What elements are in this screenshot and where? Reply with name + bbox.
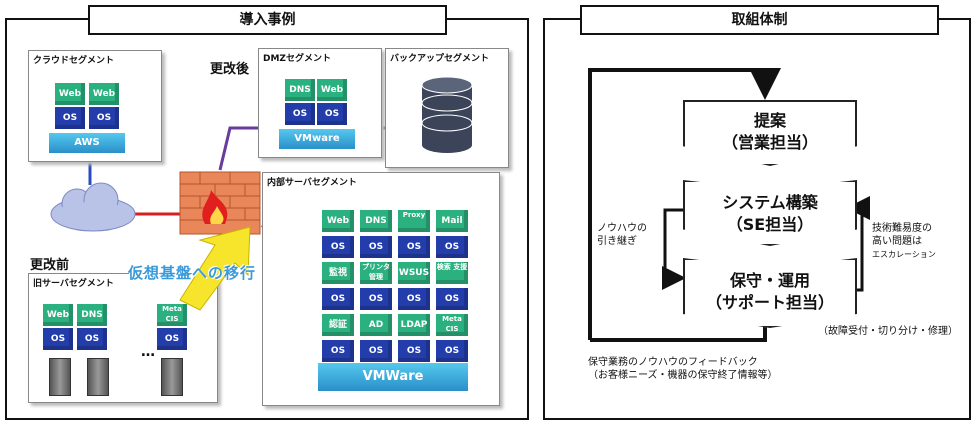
internal-cube-22: OS — [360, 340, 392, 362]
old-cube-6: OS — [157, 328, 187, 350]
proposal-role: （営業担当） — [721, 133, 818, 152]
internal-cube-8: OS — [436, 236, 468, 258]
cloud-segment: クラウドセグメント Web Web OS OS AWS — [28, 50, 162, 162]
backup-segment: バックアップセグメント — [385, 48, 509, 168]
internal-cube-13: OS — [322, 288, 354, 310]
feedback-note: 保守業務のノウハウのフィードバック （お客様ニーズ・機器の保守終了情報等） — [588, 356, 778, 382]
old-cube-4: OS — [43, 328, 73, 350]
dmz-cube-3: OS — [285, 103, 315, 125]
internal-vmware-bar: VMWare — [318, 363, 468, 391]
internal-cube-21: OS — [322, 340, 354, 362]
internal-cube-7: OS — [398, 236, 430, 258]
dmz-segment-label: DMZセグメント — [263, 54, 331, 64]
internal-cube-4: Mail — [436, 210, 468, 232]
right-panel-title: 取組体制 — [580, 5, 939, 35]
migration-label: 仮想基盤への移行 — [128, 264, 257, 282]
old-segment-label: 旧サーバセグメント — [33, 279, 114, 289]
internal-cube-16: OS — [436, 288, 468, 310]
support-detail-note: （故障受付・切り分け・修理） — [818, 326, 958, 337]
internal-cube-12: 検索 支援 — [436, 262, 468, 284]
database-icon — [421, 76, 473, 153]
build-box: システム構築 （SE担当） — [683, 180, 857, 246]
cloud-cube-2: Web — [89, 83, 119, 105]
old-cube-3: Meta CIS — [157, 304, 187, 326]
old-cube-1: Web — [43, 304, 73, 326]
internal-cube-11: WSUS — [398, 262, 430, 284]
dmz-cube-4: OS — [317, 103, 347, 125]
cloud-segment-label: クラウドセグメント — [33, 56, 115, 66]
escalation-note: 技術難易度の 高い問題は エスカレーション — [872, 222, 936, 261]
old-dots: … — [141, 344, 155, 360]
internal-cube-2: DNS — [360, 210, 392, 232]
internal-cube-6: OS — [360, 236, 392, 258]
support-title: 保守・運用 — [729, 271, 810, 290]
old-cube-2: DNS — [77, 304, 107, 326]
aws-bar: AWS — [49, 133, 125, 153]
internal-cube-10: プリンタ 管理 — [360, 262, 392, 284]
proposal-title: 提案 — [753, 111, 786, 130]
internal-cube-18: AD — [360, 314, 392, 336]
after-label: 更改後 — [210, 62, 250, 77]
cloud-cube-4: OS — [89, 107, 119, 129]
left-panel-title: 導入事例 — [88, 5, 447, 35]
internal-cube-5: OS — [322, 236, 354, 258]
internal-cube-24: OS — [436, 340, 468, 362]
internal-cube-17: 認証 — [322, 314, 354, 336]
firewall-icon — [179, 171, 261, 235]
escalation-note-line-2: 高い問題は — [872, 236, 922, 247]
escalation-note-line-3: エスカレーション — [872, 250, 936, 259]
old-segment: 旧サーバセグメント Web DNS Meta CIS OS OS OS … — [28, 273, 218, 403]
old-cube-5: OS — [77, 328, 107, 350]
internal-segment-label: 内部サーバセグメント — [267, 178, 357, 188]
cloud-cube-1: Web — [55, 83, 85, 105]
support-role: （サポート担当） — [705, 293, 834, 312]
internal-cube-15: OS — [398, 288, 430, 310]
before-label: 更改前 — [30, 258, 70, 273]
build-role: （SE担当） — [726, 215, 814, 234]
server-icon-3 — [161, 358, 183, 396]
server-icon-2 — [87, 358, 109, 396]
dmz-cube-2: Web — [317, 79, 347, 101]
internal-cube-9: 監視 — [322, 262, 354, 284]
knowhow-note-line-2: 引き継ぎ — [597, 236, 637, 247]
dmz-vmware-bar: VMware — [279, 129, 355, 149]
build-title: システム構築 — [722, 193, 818, 212]
feedback-note-line-2: （お客様ニーズ・機器の保守終了情報等） — [588, 370, 778, 381]
server-icon-1 — [49, 358, 71, 396]
cloud-cube-3: OS — [55, 107, 85, 129]
support-box: 保守・運用 （サポート担当） — [683, 258, 857, 328]
internal-cube-14: OS — [360, 288, 392, 310]
knowhow-note-line-1: ノウハウの — [597, 223, 647, 234]
cloud-icon — [50, 182, 136, 232]
backup-segment-label: バックアップセグメント — [390, 54, 490, 64]
internal-cube-3: Proxy — [398, 210, 430, 232]
feedback-note-line-1: 保守業務のノウハウのフィードバック — [588, 357, 758, 368]
escalation-note-line-1: 技術難易度の — [872, 223, 932, 234]
dmz-cube-1: DNS — [285, 79, 315, 101]
internal-cube-23: OS — [398, 340, 430, 362]
internal-cube-20: Meta CIS — [436, 314, 468, 336]
dmz-segment: DMZセグメント DNS Web OS OS VMware — [258, 48, 382, 158]
knowhow-note: ノウハウの 引き継ぎ — [597, 222, 647, 248]
migration-arrow-icon — [179, 226, 251, 311]
internal-cube-1: Web — [322, 210, 354, 232]
internal-cube-19: LDAP — [398, 314, 430, 336]
